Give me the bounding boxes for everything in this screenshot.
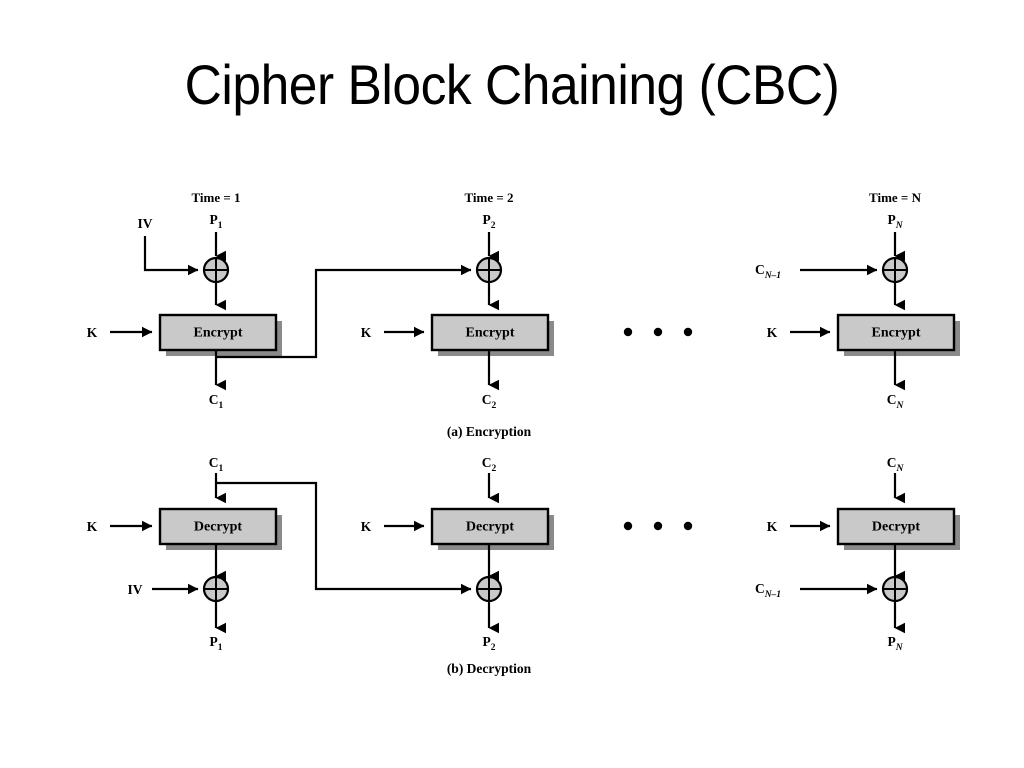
signal-label-k-dec-n: K [767, 519, 778, 534]
signal-label-pn-dec: PN [887, 634, 903, 653]
signal-label-p1: P1 [210, 212, 223, 231]
decrypt-block-1[interactable]: Decrypt [158, 507, 282, 550]
signal-label-c2: C2 [482, 392, 497, 411]
encrypt-block-n[interactable]: Encrypt [836, 313, 960, 356]
signal-label-k-enc-n: K [767, 325, 778, 340]
signal-label-cn-1-enc: CN–1 [755, 262, 781, 281]
signal-label-k-dec-1: K [87, 519, 98, 534]
signal-label-k-enc-2: K [361, 325, 372, 340]
enc-stage-2: Time = 2 P2 K Encrypt C2 [361, 190, 554, 411]
decrypt-block-n[interactable]: Decrypt [836, 507, 960, 550]
xor-gate-enc-2 [475, 256, 503, 284]
wire-iv-to-xor [143, 236, 199, 276]
dec-stage-2: C2 K Decrypt P2 [361, 455, 554, 653]
encrypt-block-1[interactable]: Encrypt [158, 313, 282, 356]
ellipsis-encryption [623, 327, 693, 337]
signal-label-cn: CN [887, 392, 905, 411]
xor-gate-enc-1 [202, 256, 230, 284]
encrypt-block-label-2: Encrypt [466, 326, 515, 341]
signal-label-k-enc-1: K [87, 325, 98, 340]
xor-gate-dec-2 [475, 575, 503, 603]
signal-label-c1: C1 [209, 392, 224, 411]
signal-label-iv-dec: IV [127, 582, 142, 597]
signal-label-iv-enc: IV [137, 216, 152, 231]
encrypt-block-label-n: Encrypt [872, 326, 921, 341]
signal-label-p2: P2 [483, 212, 496, 231]
time-label-enc-2: Time = 2 [464, 190, 513, 205]
decrypt-block-label-2: Decrypt [466, 520, 515, 535]
xor-gate-dec-n [881, 575, 909, 603]
decrypt-block-label-n: Decrypt [872, 520, 921, 535]
decrypt-block-label-1: Decrypt [194, 520, 243, 535]
decryption-section: C1 K Decrypt IV P1 [87, 455, 960, 676]
enc-stage-1: Time = 1 P1 IV K [87, 190, 472, 411]
page-title: Cipher Block Chaining (CBC) [184, 53, 840, 116]
signal-label-c1-dec: C1 [209, 455, 224, 474]
xor-gate-dec-1 [202, 575, 230, 603]
encrypt-block-label-1: Encrypt [194, 326, 243, 341]
wire-feedback-c1-to-xor2 [216, 264, 472, 359]
encrypt-block-2[interactable]: Encrypt [430, 313, 554, 356]
time-label-enc-1: Time = 1 [191, 190, 240, 205]
signal-label-p1-dec: P1 [210, 634, 223, 653]
dec-stage-1: C1 K Decrypt IV P1 [87, 455, 472, 653]
xor-gate-enc-n [881, 256, 909, 284]
ellipsis-decryption [623, 521, 693, 531]
wire-feedback-c1-to-xor2-dec [216, 481, 472, 595]
time-label-enc-n: Time = N [869, 190, 922, 205]
decrypt-block-2[interactable]: Decrypt [430, 507, 554, 550]
signal-label-p2-dec: P2 [483, 634, 496, 653]
signal-label-k-dec-2: K [361, 519, 372, 534]
signal-label-pn: PN [887, 212, 903, 231]
enc-stage-n: Time = N PN CN–1 K Encrypt [755, 190, 960, 411]
signal-label-cn-1-dec: CN–1 [755, 581, 781, 600]
encryption-section: Time = 1 P1 IV K [87, 190, 960, 439]
caption-encryption: (a) Encryption [447, 424, 532, 439]
signal-label-cn-dec: CN [887, 455, 905, 474]
caption-decryption: (b) Decryption [447, 661, 532, 676]
signal-label-c2-dec: C2 [482, 455, 497, 474]
dec-stage-n: CN K Decrypt CN–1 PN [755, 455, 960, 653]
